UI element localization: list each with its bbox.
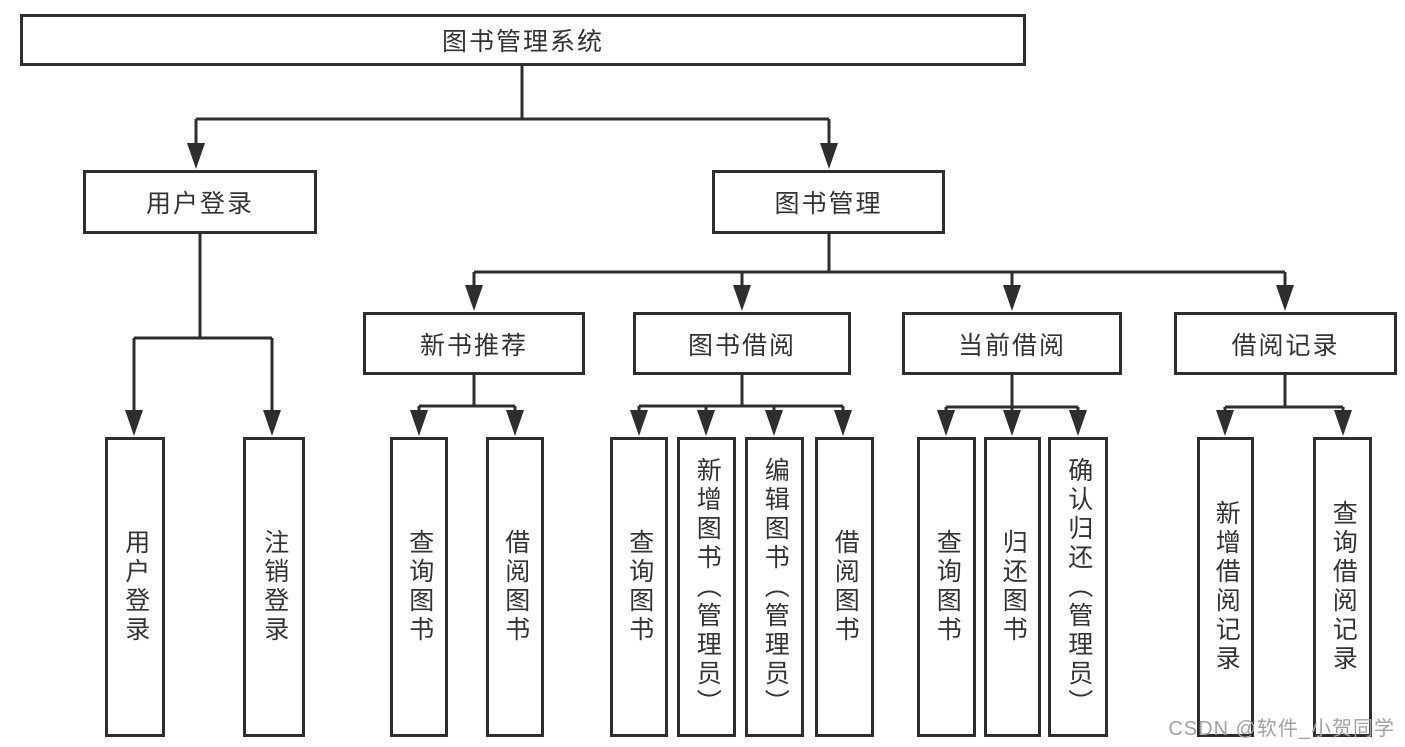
node-label: 借阅图书 bbox=[831, 529, 860, 645]
connector-root-to-level2 bbox=[187, 66, 838, 169]
node-label: 当前借阅 bbox=[957, 331, 1066, 360]
node-label: 借阅记录 bbox=[1231, 331, 1340, 360]
node-user-login: 用户登录 bbox=[83, 170, 317, 234]
arrowhead-icon bbox=[465, 285, 483, 311]
node-current-borrow: 当前借阅 bbox=[902, 312, 1122, 375]
arrowhead-icon bbox=[1003, 285, 1021, 311]
leaf-query-book-recommend: 查询图书 bbox=[390, 437, 448, 737]
leaf-query-book-current: 查询图书 bbox=[917, 437, 976, 737]
connector-user-login-branch bbox=[125, 234, 281, 436]
arrowhead-icon bbox=[187, 143, 205, 169]
leaf-borrow-book-recommend: 借阅图书 bbox=[486, 437, 544, 737]
node-book-borrow: 图书借阅 bbox=[633, 312, 851, 375]
arrowhead-icon bbox=[630, 410, 648, 436]
node-label: 借阅图书 bbox=[501, 529, 530, 645]
connector-borrow-records-branch bbox=[1216, 375, 1352, 436]
node-label: 归还图书 bbox=[999, 529, 1028, 645]
node-label: 用户登录 bbox=[145, 190, 254, 218]
node-label: 编辑图书（管理员） bbox=[761, 456, 790, 718]
node-root-library-system: 图书管理系统 bbox=[20, 14, 1026, 66]
arrowhead-icon bbox=[937, 410, 955, 436]
node-new-book-recommend: 新书推荐 bbox=[363, 312, 585, 375]
leaf-borrow-book: 借阅图书 bbox=[815, 437, 874, 737]
arrowhead-icon bbox=[697, 410, 715, 436]
arrowhead-icon bbox=[834, 410, 852, 436]
node-label: 查询图书 bbox=[625, 529, 654, 645]
node-label: 查询借阅记录 bbox=[1329, 500, 1358, 674]
arrowhead-icon bbox=[1216, 410, 1234, 436]
connector-book-mgmt-branch bbox=[465, 234, 1294, 311]
arrowhead-icon bbox=[263, 410, 281, 436]
node-label: 新增借阅记录 bbox=[1212, 500, 1241, 674]
node-label: 查询图书 bbox=[405, 529, 434, 645]
leaf-edit-book-admin: 编辑图书（管理员） bbox=[745, 437, 804, 737]
node-label: 新增图书（管理员） bbox=[693, 456, 722, 718]
connector-current-borrow-branch bbox=[937, 374, 1087, 436]
arrowhead-icon bbox=[765, 410, 783, 436]
arrowhead-icon bbox=[506, 410, 524, 436]
leaf-add-book-admin: 新增图书（管理员） bbox=[677, 437, 736, 737]
node-label: 用户登录 bbox=[121, 529, 150, 645]
arrowhead-icon bbox=[125, 410, 143, 436]
leaf-logout: 注销登录 bbox=[243, 437, 305, 737]
leaf-confirm-return-admin: 确认归还（管理员） bbox=[1048, 437, 1108, 737]
node-label: 确认归还（管理员） bbox=[1064, 456, 1093, 718]
leaf-query-borrow-record: 查询借阅记录 bbox=[1313, 437, 1372, 737]
leaf-add-borrow-record: 新增借阅记录 bbox=[1197, 437, 1254, 737]
node-label: 图书管理系统 bbox=[441, 28, 604, 56]
arrowhead-icon bbox=[1276, 285, 1294, 311]
node-label: 查询图书 bbox=[933, 529, 962, 645]
node-label: 图书管理 bbox=[774, 190, 883, 218]
connector-book-borrow-branch bbox=[630, 375, 852, 436]
leaf-user-login: 用户登录 bbox=[105, 437, 165, 737]
arrowhead-icon bbox=[1334, 410, 1352, 436]
connector-new-book-branch bbox=[410, 375, 524, 436]
node-label: 新书推荐 bbox=[419, 331, 528, 360]
leaf-query-book-borrow: 查询图书 bbox=[610, 437, 668, 737]
arrowhead-icon bbox=[1003, 410, 1021, 436]
arrowhead-icon bbox=[733, 285, 751, 311]
arrowhead-icon bbox=[410, 410, 428, 436]
arrowhead-icon bbox=[1069, 410, 1087, 436]
node-label: 注销登录 bbox=[260, 529, 289, 645]
node-book-management: 图书管理 bbox=[712, 170, 945, 234]
arrowhead-icon bbox=[820, 143, 838, 169]
csdn-watermark: CSDN @软件_小贺同学 bbox=[1168, 718, 1395, 740]
leaf-return-book: 归还图书 bbox=[984, 437, 1041, 737]
node-label: 图书借阅 bbox=[687, 331, 796, 360]
node-borrow-records: 借阅记录 bbox=[1174, 312, 1397, 375]
